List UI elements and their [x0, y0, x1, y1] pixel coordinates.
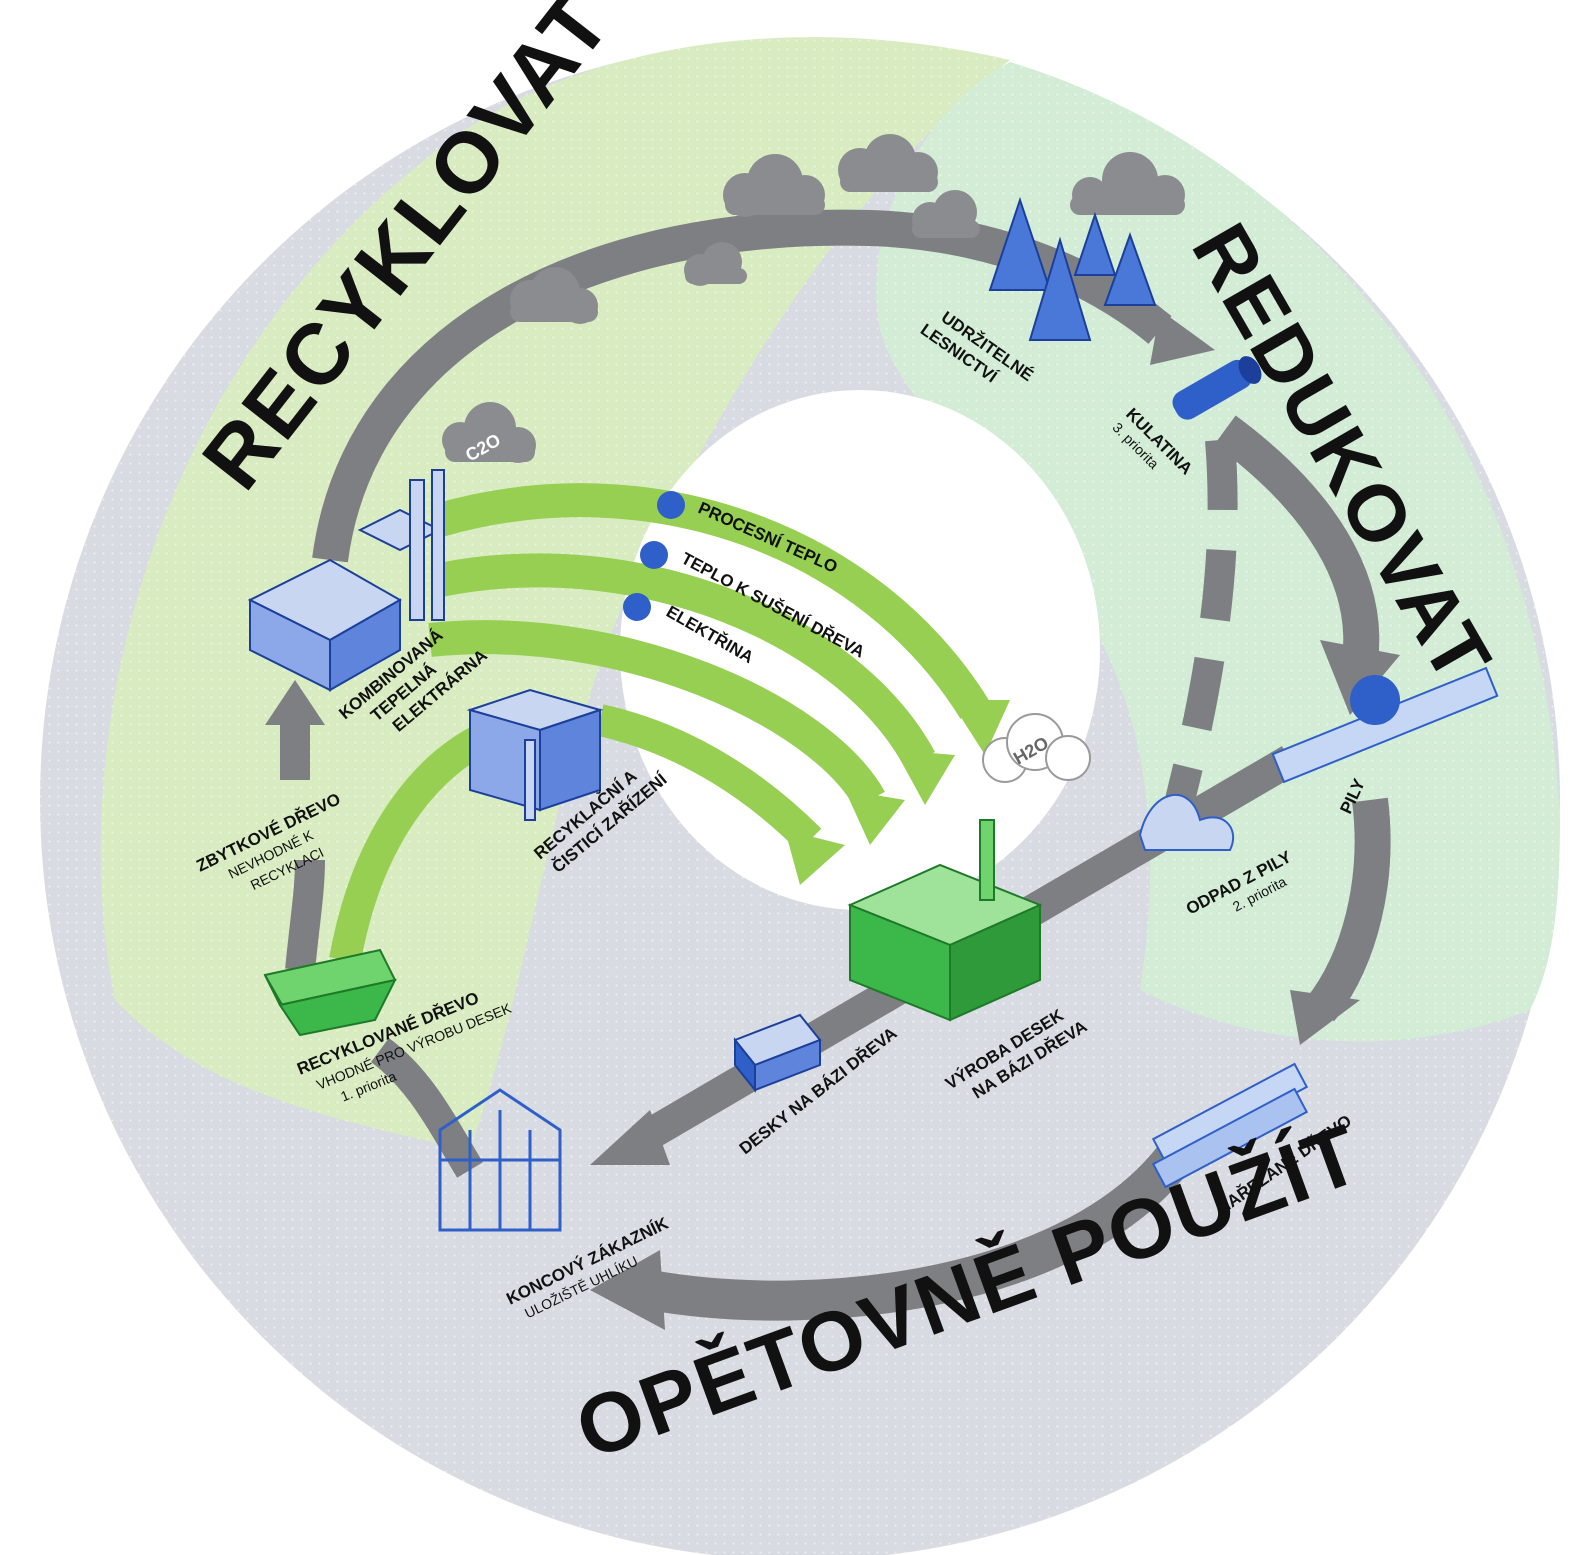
- boards-icon: [733, 1013, 822, 1093]
- sawn-wood-icon: [1151, 1062, 1309, 1189]
- cloud-icon: [442, 402, 536, 463]
- heat-icon: [657, 491, 685, 519]
- cloud-icon: [510, 267, 598, 324]
- cloud-icon: [912, 190, 980, 238]
- arrow-forest-to-sawmill: [1214, 415, 1380, 663]
- cloud-icons: [442, 134, 1185, 463]
- cloud-icon: [1070, 152, 1185, 215]
- arrow-sawmill-to-sawn: [1305, 797, 1391, 1022]
- sawmill-icon: [1271, 666, 1499, 784]
- arrow-roundwood-to-sawdust: [1165, 438, 1238, 804]
- tree-icon: [1103, 232, 1157, 306]
- roundwood-icon: [1172, 356, 1262, 420]
- recycling-plant-icon: [466, 688, 604, 821]
- cloud-icon: [684, 242, 747, 286]
- cloud-icon: [838, 134, 938, 192]
- arrow-recycled-to-residual: [285, 859, 325, 972]
- tree-icons: [988, 196, 1157, 341]
- energy-arrows: [329, 483, 1010, 963]
- cloud-icon: [723, 154, 825, 217]
- zone-recycle: [100, 37, 1011, 1150]
- arrow-customer-to-recycled: [370, 1038, 483, 1178]
- heat-icon: [640, 541, 668, 569]
- tree-icon: [988, 196, 1052, 291]
- tree-icon: [1028, 236, 1092, 341]
- arrow-recycled-to-plant: [329, 725, 488, 963]
- flow-arrows: [265, 209, 1400, 1330]
- board-factory-icon: [847, 819, 1043, 1022]
- lightning-icon: [623, 593, 651, 621]
- recycled-wood-skip-icon: [263, 948, 397, 1037]
- sawdust-icon: [1138, 793, 1235, 851]
- energy-icons: [623, 491, 685, 621]
- arrow-sawn-to-customer: [646, 1138, 1197, 1321]
- steam-cloud-icon: [982, 713, 1091, 783]
- tree-icon: [1073, 211, 1117, 276]
- chp-plant-icon: [247, 469, 445, 692]
- house-frame-icon: [438, 1088, 562, 1232]
